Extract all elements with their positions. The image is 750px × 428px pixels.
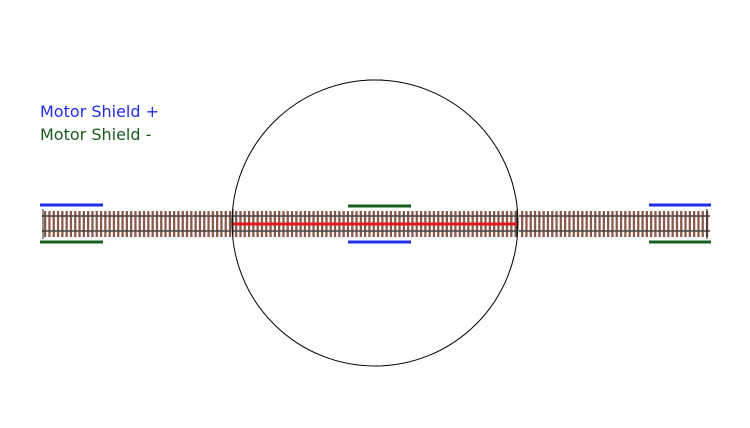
track-tie xyxy=(224,211,227,237)
track-tie xyxy=(82,211,85,237)
track-tie xyxy=(697,211,700,237)
track-tie xyxy=(177,211,180,237)
track-tie xyxy=(95,211,98,237)
track-tie xyxy=(125,211,128,237)
track-tie xyxy=(628,211,631,237)
track-tie xyxy=(142,211,146,237)
track-tie xyxy=(164,211,167,237)
track-tie xyxy=(559,211,562,237)
track-tie xyxy=(173,211,176,237)
track-tie xyxy=(52,211,55,237)
track-tie xyxy=(194,211,197,237)
track-tie xyxy=(564,211,567,237)
track-tie xyxy=(662,211,666,237)
track-tie xyxy=(198,211,202,237)
track-tie xyxy=(69,211,73,237)
track-tie xyxy=(615,211,618,237)
track-tie xyxy=(48,211,51,237)
track-tie xyxy=(602,211,605,237)
track-tie xyxy=(658,211,661,237)
track-tie xyxy=(684,211,687,237)
track-tie xyxy=(99,211,103,237)
track-tie xyxy=(568,211,571,237)
track-tie xyxy=(525,211,528,237)
track-tie xyxy=(585,211,588,237)
track-tie xyxy=(87,211,90,237)
track-tie xyxy=(112,211,116,237)
track-tie xyxy=(155,211,159,237)
track-tie xyxy=(185,211,189,237)
track-tie xyxy=(701,211,704,237)
track-tie xyxy=(190,211,193,237)
track-tie xyxy=(203,211,206,237)
track-tie xyxy=(538,211,541,237)
track-tie xyxy=(611,211,614,237)
track-tie xyxy=(181,211,184,237)
track-tie xyxy=(56,211,60,237)
track-tie xyxy=(598,211,601,237)
track-tie xyxy=(521,211,524,237)
track-tie xyxy=(168,211,171,237)
legend-motor-shield-plus: Motor Shield + xyxy=(40,102,159,121)
track-tie xyxy=(576,211,580,237)
track-tie xyxy=(641,211,644,237)
track-tie xyxy=(555,211,558,237)
track-tie xyxy=(637,211,640,237)
track-tie xyxy=(91,211,94,237)
track-tie xyxy=(74,211,77,237)
track-tie xyxy=(645,211,648,237)
track-tie xyxy=(207,211,210,237)
track-tie xyxy=(121,211,124,237)
track-tie xyxy=(220,211,223,237)
left-track-segment xyxy=(42,209,232,239)
track-tie xyxy=(138,211,141,237)
track-tie xyxy=(117,211,120,237)
track-tie xyxy=(654,211,657,237)
track-tie xyxy=(680,211,683,237)
track-tie xyxy=(160,211,163,237)
legend-motor-shield-minus: Motor Shield - xyxy=(40,125,152,144)
track-tie xyxy=(607,211,610,237)
track-tie xyxy=(44,211,47,237)
track-tie xyxy=(589,211,593,237)
track-tie xyxy=(546,211,550,237)
track-tie xyxy=(671,211,674,237)
right-track-segment xyxy=(519,209,710,239)
track-tie xyxy=(542,211,545,237)
track-tie xyxy=(624,211,627,237)
track-tie xyxy=(667,211,670,237)
track-tie xyxy=(572,211,575,237)
track-tie xyxy=(78,211,81,237)
track-tie xyxy=(632,211,636,237)
track-tie xyxy=(134,211,137,237)
track-tie xyxy=(581,211,584,237)
track-tie xyxy=(688,211,691,237)
track-tie xyxy=(693,211,696,237)
track-tie xyxy=(551,211,554,237)
track-tie xyxy=(594,211,597,237)
track-tie xyxy=(228,211,232,237)
track-tie xyxy=(65,211,68,237)
track-tie xyxy=(147,211,150,237)
track-tie xyxy=(650,211,653,237)
track-tie xyxy=(533,211,537,237)
track-tie xyxy=(151,211,154,237)
track-tie xyxy=(619,211,623,237)
track-tie xyxy=(675,211,679,237)
track-tie xyxy=(529,211,532,237)
track-tie xyxy=(108,211,111,237)
track-tie xyxy=(104,211,107,237)
track-tie xyxy=(61,211,64,237)
track-tie xyxy=(211,211,214,237)
track-tie xyxy=(216,211,219,237)
track-tie xyxy=(130,211,133,237)
